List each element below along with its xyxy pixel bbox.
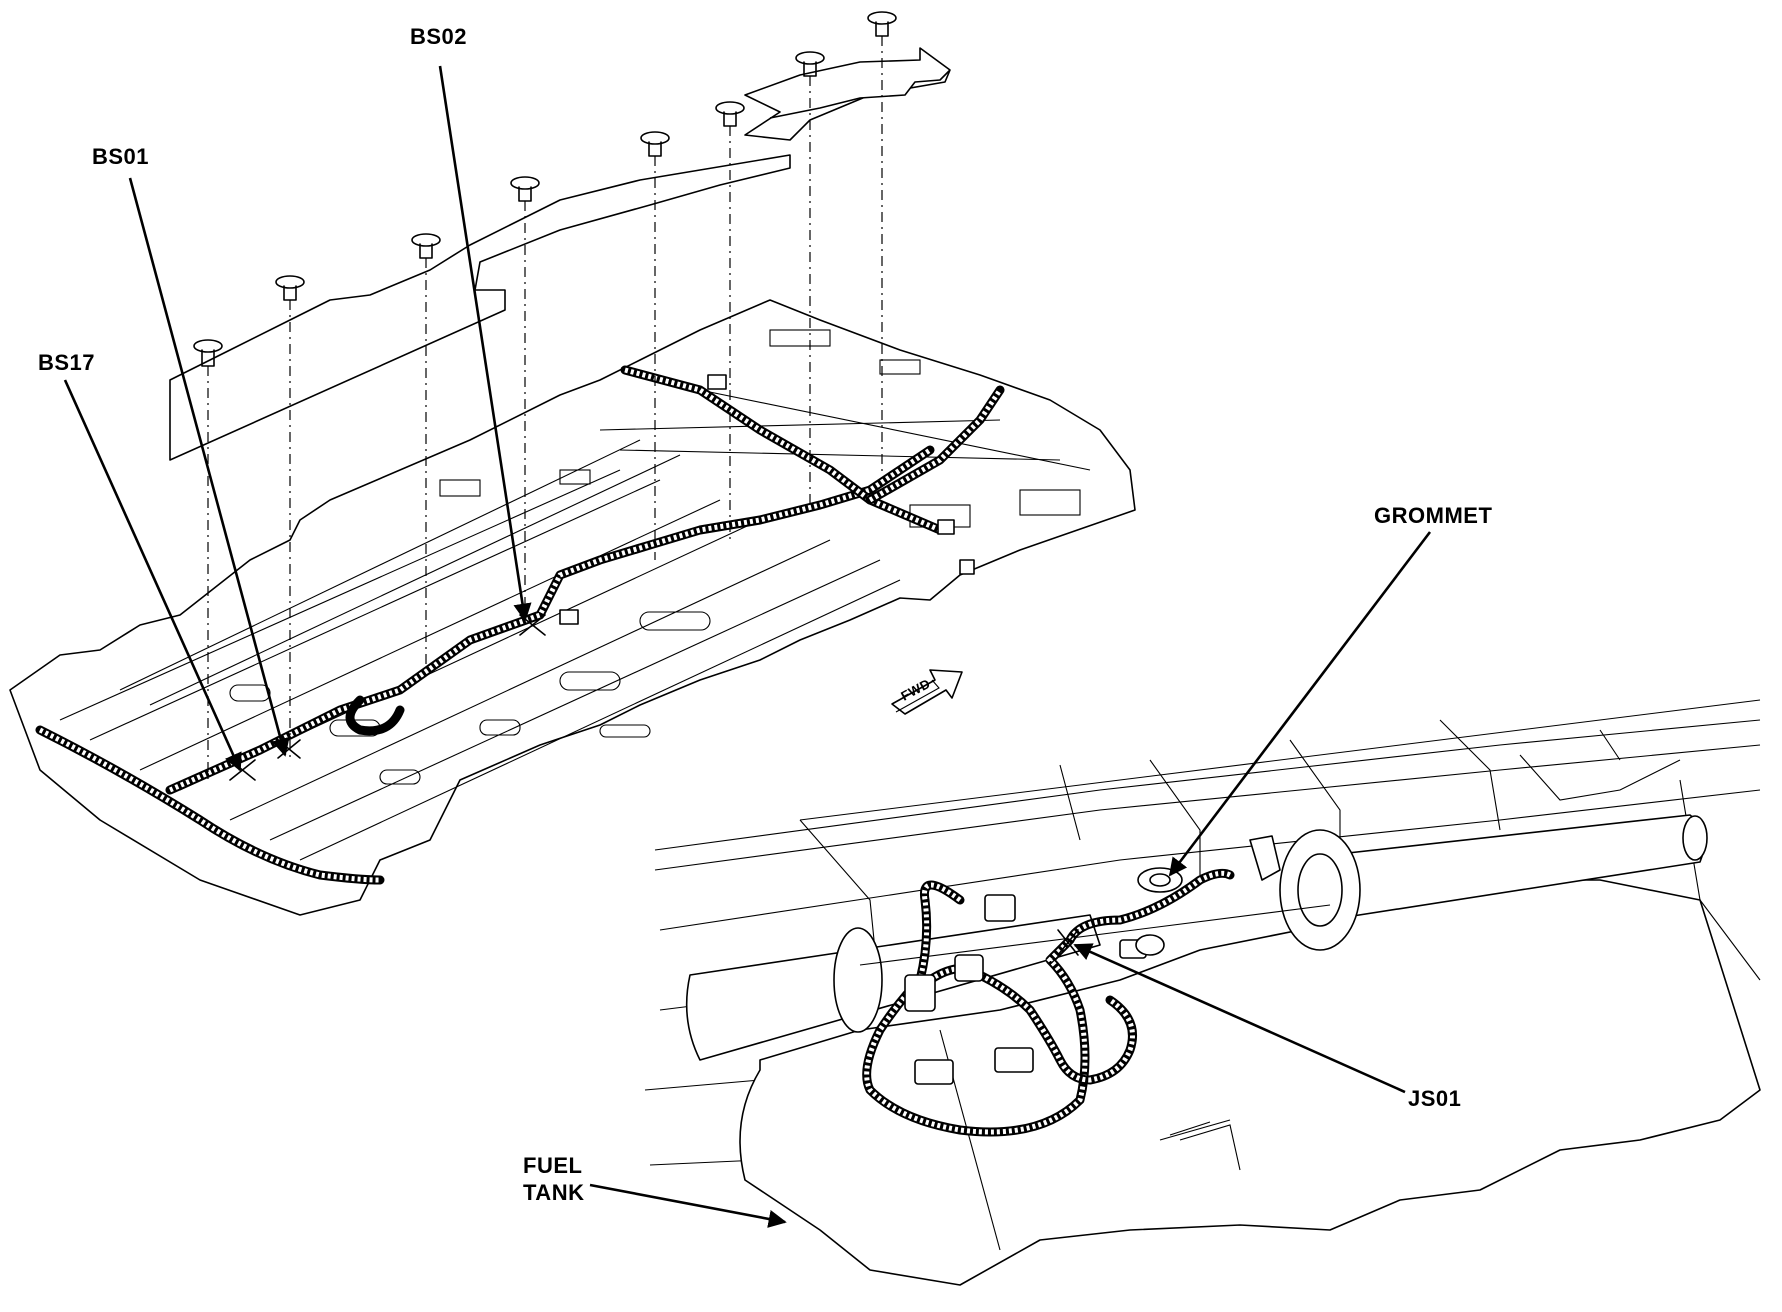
bs17-leader bbox=[63, 379, 242, 772]
bs01-leader bbox=[128, 177, 290, 757]
callout-bs02: BS02 bbox=[410, 24, 468, 49]
floor-harness bbox=[35, 365, 1005, 885]
insulation-strips bbox=[169, 47, 951, 461]
push-pins bbox=[193, 11, 897, 780]
callout-bs17: BS17 bbox=[38, 350, 96, 375]
pin-4 bbox=[510, 176, 540, 620]
callout-fuel-tank-line2: TANK bbox=[523, 1180, 585, 1205]
pin-7 bbox=[795, 51, 825, 505]
fuel-tank-detail bbox=[644, 699, 1761, 1286]
grommet-leader bbox=[1168, 531, 1432, 877]
pin-2 bbox=[275, 275, 305, 760]
pin-5 bbox=[640, 131, 670, 560]
pin-6 bbox=[715, 101, 745, 540]
fuel-tank-leader bbox=[589, 1183, 787, 1228]
pin-1 bbox=[193, 339, 223, 780]
pin-8 bbox=[867, 11, 897, 475]
callout-fuel-tank-line1: FUEL bbox=[523, 1153, 583, 1178]
callout-bs01: BS01 bbox=[92, 144, 150, 169]
bs02-leader bbox=[438, 65, 532, 622]
callout-grommet: GROMMET bbox=[1374, 503, 1493, 528]
forward-arrow-icon bbox=[891, 669, 963, 715]
pin-3 bbox=[411, 233, 441, 665]
callout-js01: JS01 bbox=[1408, 1086, 1462, 1111]
js01-leader bbox=[1073, 943, 1406, 1094]
